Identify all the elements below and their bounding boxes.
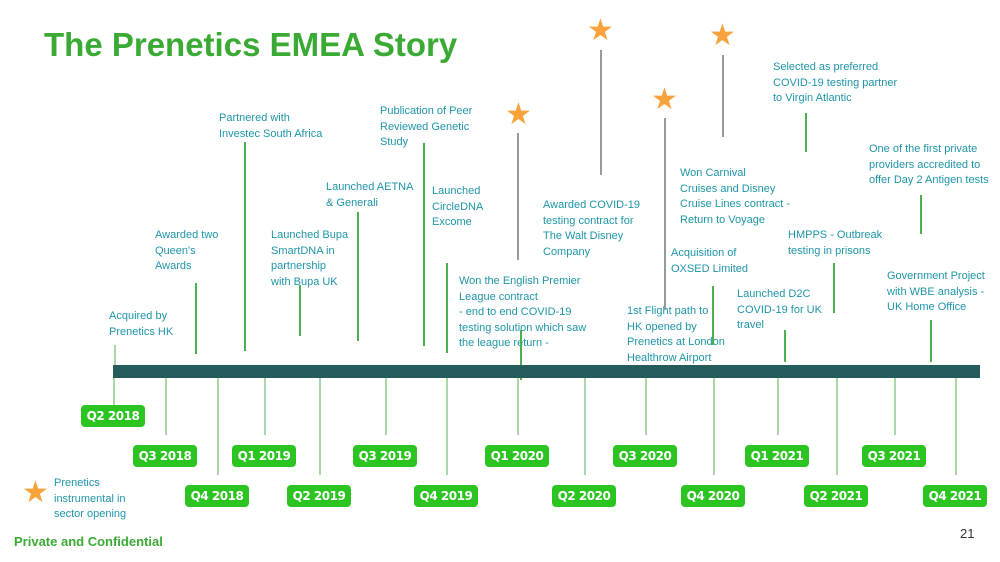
event-connector-line — [784, 330, 786, 362]
event-connector-line — [930, 320, 932, 362]
event-connector-line — [357, 212, 359, 341]
timeline-event: 1st Flight path to HK opened by Prenetic… — [627, 305, 725, 364]
star-icon: ★ — [505, 98, 532, 131]
quarter-tick — [955, 378, 957, 475]
event-connector-line — [195, 283, 197, 354]
quarter-label: Q2 2021 — [804, 485, 868, 507]
page-number: 21 — [960, 526, 975, 541]
event-connector-line — [446, 263, 448, 353]
timeline-event: Acquired by Prenetics HK — [109, 310, 174, 338]
timeline-event: Launched CircleDNA Excome — [432, 185, 484, 228]
quarter-label: Q4 2020 — [681, 485, 745, 507]
timeline-bar — [113, 365, 980, 378]
timeline-event: Launched Bupa SmartDNA in partnership wi… — [271, 229, 349, 288]
timeline-event: Won the English Premier League contract … — [459, 275, 587, 349]
timeline-event: Publication of Peer Reviewed Genetic Stu… — [380, 105, 473, 148]
timeline-event: Selected as preferred COVID-19 testing p… — [773, 61, 898, 104]
star-icon: ★ — [651, 83, 678, 116]
quarter-tick — [777, 378, 779, 435]
quarter-label: Q3 2020 — [613, 445, 677, 467]
quarter-tick — [385, 378, 387, 435]
timeline-event: Partnered with Investec South Africa — [219, 112, 323, 140]
legend-text: Prenetics instrumental in sector opening — [54, 477, 127, 520]
event-connector-line — [423, 143, 425, 346]
quarter-tick — [217, 378, 219, 475]
event-connector-line — [244, 142, 246, 351]
event-connector-line — [520, 330, 522, 380]
event-connector-line — [664, 118, 666, 310]
star-icon: ★ — [22, 476, 49, 509]
quarter-label: Q4 2019 — [414, 485, 478, 507]
timeline-event: Awarded two Queen's Awards — [155, 229, 219, 272]
event-connector-line — [920, 195, 922, 234]
quarter-label: Q1 2020 — [485, 445, 549, 467]
quarter-label: Q3 2018 — [133, 445, 197, 467]
quarter-tick — [713, 378, 715, 475]
timeline-event: Launched D2C COVID-19 for UK travel — [737, 288, 822, 331]
quarter-label: Q1 2021 — [745, 445, 809, 467]
event-connector-line — [712, 286, 714, 345]
quarter-tick — [264, 378, 266, 435]
event-connector-line — [517, 133, 519, 260]
event-connector-line — [114, 345, 116, 372]
quarter-label: Q2 2020 — [552, 485, 616, 507]
page-title: The Prenetics EMEA Story — [44, 26, 458, 63]
timeline-event: One of the first private providers accre… — [869, 143, 989, 186]
quarter-label: Q2 2018 — [81, 405, 145, 427]
quarter-tick — [517, 378, 519, 435]
quarter-tick — [113, 378, 115, 405]
timeline-event: Acquisition of OXSED Limited — [671, 247, 749, 275]
quarter-tick — [165, 378, 167, 435]
quarter-tick — [645, 378, 647, 435]
timeline-event: Launched AETNA & Generali — [326, 181, 414, 209]
quarter-tick — [836, 378, 838, 475]
quarter-tick — [894, 378, 896, 435]
timeline-event: Government Project with WBE analysis - U… — [887, 270, 985, 313]
star-icon: ★ — [587, 14, 614, 47]
event-connector-line — [805, 113, 807, 152]
quarter-label: Q3 2019 — [353, 445, 417, 467]
event-connector-line — [833, 263, 835, 313]
confidentiality-footer: Private and Confidential — [14, 534, 163, 549]
star-icon: ★ — [709, 19, 736, 52]
quarter-label: Q2 2019 — [287, 485, 351, 507]
event-connector-line — [299, 285, 301, 336]
quarter-label: Q1 2019 — [232, 445, 296, 467]
quarter-label: Q4 2021 — [923, 485, 987, 507]
quarter-label: Q4 2018 — [185, 485, 249, 507]
event-connector-line — [600, 50, 602, 175]
quarter-tick — [584, 378, 586, 475]
timeline-event: Awarded COVID-19 testing contract for Th… — [543, 199, 641, 258]
quarter-tick — [319, 378, 321, 475]
timeline-event: HMPPS - Outbreak testing in prisons — [788, 229, 883, 257]
event-connector-line — [722, 55, 724, 137]
quarter-label: Q3 2021 — [862, 445, 926, 467]
timeline-event: Won Carnival Cruises and Disney Cruise L… — [680, 167, 791, 226]
quarter-tick — [446, 378, 448, 475]
